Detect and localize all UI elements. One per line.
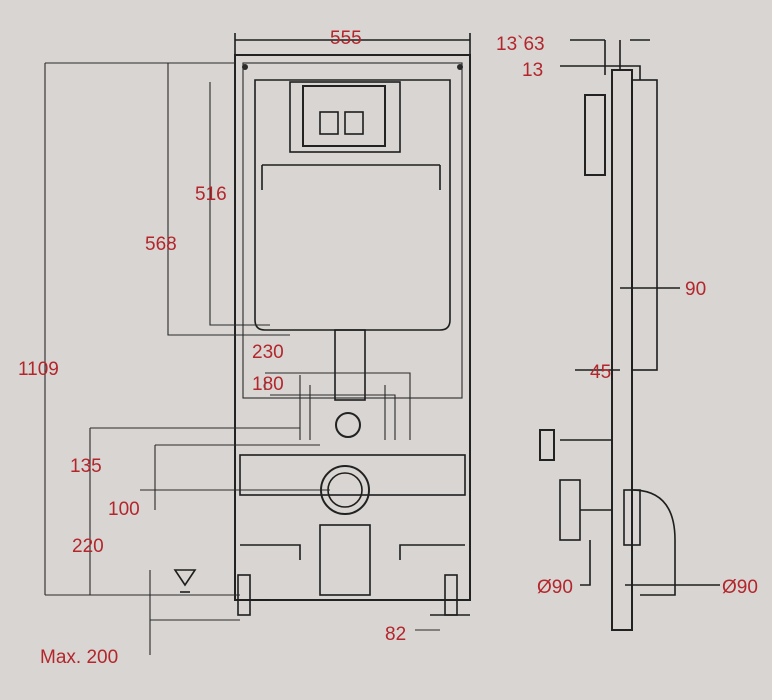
max-200-label: Max. 200	[40, 647, 118, 668]
dim-180-label: 180	[252, 374, 284, 395]
dim-100-label: 100	[108, 499, 140, 520]
dim-135-label: 135	[70, 456, 102, 477]
width-dimension-label: 555	[330, 28, 362, 49]
height-dimension-label: 1109	[18, 359, 59, 380]
side-view	[539, 39, 720, 631]
dim-45-label: 45	[590, 362, 611, 383]
dim-220-label: 220	[72, 536, 104, 557]
diameter-90-right-label: Ø90	[722, 577, 758, 598]
dim-568-label: 568	[145, 234, 177, 255]
dim-82-label: 82	[385, 624, 406, 645]
dim-90-label: 90	[685, 279, 706, 300]
front-view	[44, 33, 471, 655]
dim-13-63-label: 13`63	[496, 34, 545, 55]
dim-230-label: 230	[252, 342, 284, 363]
diameter-90-left-label: Ø90	[537, 577, 573, 598]
dim-13-label: 13	[522, 60, 543, 81]
dim-516-label: 516	[195, 184, 227, 205]
